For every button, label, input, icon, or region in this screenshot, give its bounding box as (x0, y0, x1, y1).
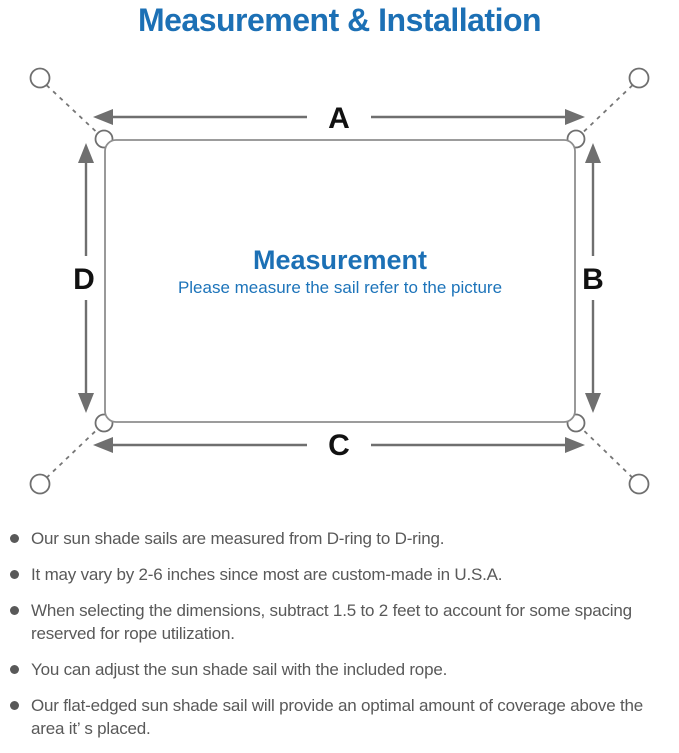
note-item: When selecting the dimensions, subtract … (9, 599, 671, 645)
bullet-icon (10, 606, 19, 615)
note-item: You can adjust the sun shade sail with t… (9, 658, 671, 681)
bullet-icon (10, 570, 19, 579)
anchor-circle-top-left (29, 67, 51, 89)
note-item: It may vary by 2-6 inches since most are… (9, 563, 671, 586)
arrowhead-c-left (93, 437, 113, 453)
measurement-diagram: A B C D Measurement Please measure the s… (29, 67, 650, 495)
measurement-heading: Measurement (253, 245, 427, 275)
bullet-icon (10, 665, 19, 674)
page-title: Measurement & Installation (137, 2, 542, 38)
arrowhead-a-left (93, 109, 113, 125)
tether-line-bottom-left (39, 421, 106, 485)
bullet-icon (10, 534, 19, 543)
note-text: When selecting the dimensions, subtract … (31, 601, 632, 643)
tether-line-top-left (39, 78, 106, 141)
tether-line-top-right (574, 78, 640, 141)
sail-rectangle (104, 139, 576, 423)
anchor-circle-top-right (628, 67, 650, 89)
dimension-label-c: C (328, 429, 350, 462)
anchor-points (29, 67, 650, 495)
note-text: You can adjust the sun shade sail with t… (31, 660, 448, 679)
note-item: Our flat-edged sun shade sail will provi… (9, 694, 671, 740)
note-item: Our sun shade sails are measured from D-… (9, 527, 671, 550)
arrowhead-d-bottom (78, 393, 94, 413)
notes-list: Our sun shade sails are measured from D-… (9, 527, 671, 753)
dimension-arrows (78, 109, 601, 453)
note-text: It may vary by 2-6 inches since most are… (31, 565, 503, 584)
arrowhead-b-top (585, 143, 601, 163)
bullet-icon (10, 701, 19, 710)
measurement-subheading: Please measure the sail refer to the pic… (178, 278, 502, 297)
arrowhead-c-right (565, 437, 585, 453)
note-text: Our flat-edged sun shade sail will provi… (31, 696, 644, 738)
dimension-label-d: D (73, 263, 95, 296)
tether-lines (39, 78, 640, 485)
tether-line-bottom-right (574, 421, 640, 485)
dimension-label-a: A (328, 102, 350, 135)
anchor-circle-bottom-right (628, 473, 650, 495)
arrowhead-a-right (565, 109, 585, 125)
dimension-label-b: B (582, 263, 604, 296)
arrowhead-d-top (78, 143, 94, 163)
note-text: Our sun shade sails are measured from D-… (31, 529, 445, 548)
anchor-circle-bottom-left (29, 473, 51, 495)
arrowhead-b-bottom (585, 393, 601, 413)
